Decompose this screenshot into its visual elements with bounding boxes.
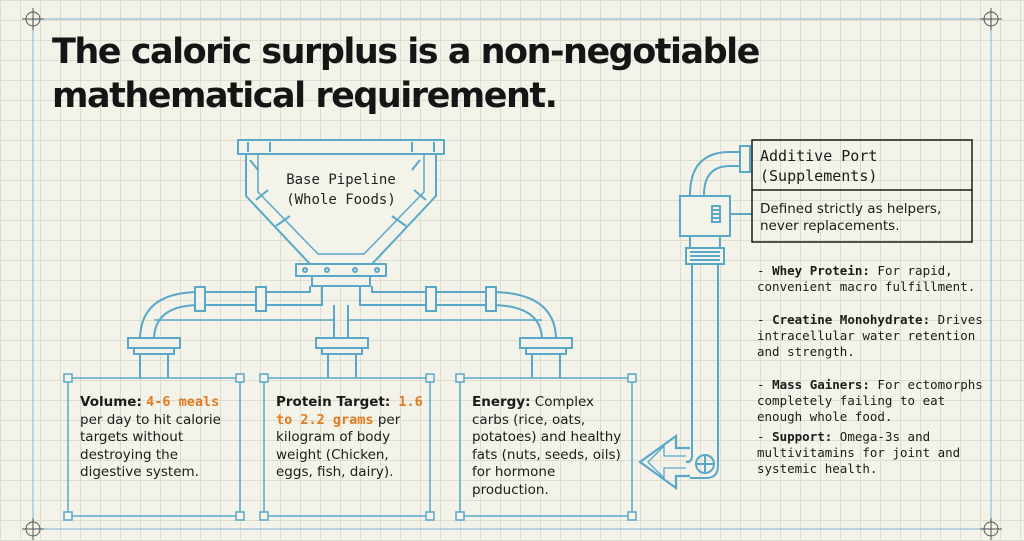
supplement-text: Omega-3s and multivitamins for joint and… (757, 429, 961, 476)
crosshair-icon (22, 8, 1002, 540)
supplement-name: Support: (772, 429, 833, 444)
energy-text: Complex carbs (rice, oats, potatoes) and… (472, 394, 622, 498)
hopper-label-line2: (Whole Foods) (286, 192, 396, 208)
list-item: - Mass Gainers: For ectomorphs completel… (757, 377, 997, 425)
energy-box: Energy: Complex carbs (rice, oats, potat… (472, 394, 628, 499)
volume-label: Volume: (80, 394, 142, 410)
additive-port-title-line2: (Supplements) (760, 167, 878, 185)
hopper-label: Base Pipeline (Whole Foods) (262, 170, 420, 210)
frame-lines (32, 18, 992, 530)
additive-pipe (638, 145, 752, 491)
supplement-name: Creatine Monohydrate: (772, 312, 931, 327)
box-corner-handles (63, 373, 637, 521)
protein-box: Protein Target: 1.6 to 2.2 grams per kil… (276, 394, 426, 482)
list-dash: - (757, 429, 773, 444)
pipe-flanges (127, 286, 573, 355)
supplement-name: Mass Gainers: (772, 377, 870, 392)
supplement-text: Drives intracellular water retention and… (757, 312, 983, 359)
drop-pipes (139, 354, 561, 378)
info-box-frames (67, 377, 633, 517)
energy-label: Energy: (472, 394, 531, 410)
list-item: - Whey Protein: For rapid, convenient ma… (757, 263, 997, 295)
additive-port-description: Defined strictly as helpers, never repla… (760, 201, 942, 234)
protein-text: per kilogram of body weight (Chicken, eg… (276, 411, 401, 481)
additive-port-title: Additive Port (Supplements) (760, 146, 877, 186)
page-title: The caloric surplus is a non-negotiable … (52, 32, 760, 116)
list-dash: - (757, 312, 773, 327)
list-dash: - (757, 263, 773, 278)
volume-highlight: 4-6 meals (146, 394, 220, 410)
list-item: - Support: Omega-3s and multivitamins fo… (757, 429, 997, 477)
protein-highlight: 1.6 to 2.2 grams (276, 394, 423, 428)
protein-label: Protein Target: (276, 394, 391, 410)
supplement-name: Whey Protein: (772, 263, 870, 278)
hopper-label-line1: Base Pipeline (286, 172, 396, 188)
additive-port-title-line1: Additive Port (760, 147, 878, 165)
volume-box: Volume: 4-6 meals per day to hit calorie… (80, 394, 236, 482)
supplement-text: For ectomorphs completely failing to eat… (757, 377, 983, 424)
list-dash: - (757, 377, 773, 392)
supplement-text: For rapid, convenient macro fulfillment. (757, 263, 976, 294)
volume-text: per day to hit calorie targets without d… (80, 411, 221, 481)
additive-port-box (751, 139, 973, 243)
supplement-list: - Whey Protein: For rapid, convenient ma… (757, 263, 997, 477)
list-item: - Creatine Monohydrate: Drives intracell… (757, 312, 997, 360)
hopper-funnel (237, 139, 445, 287)
